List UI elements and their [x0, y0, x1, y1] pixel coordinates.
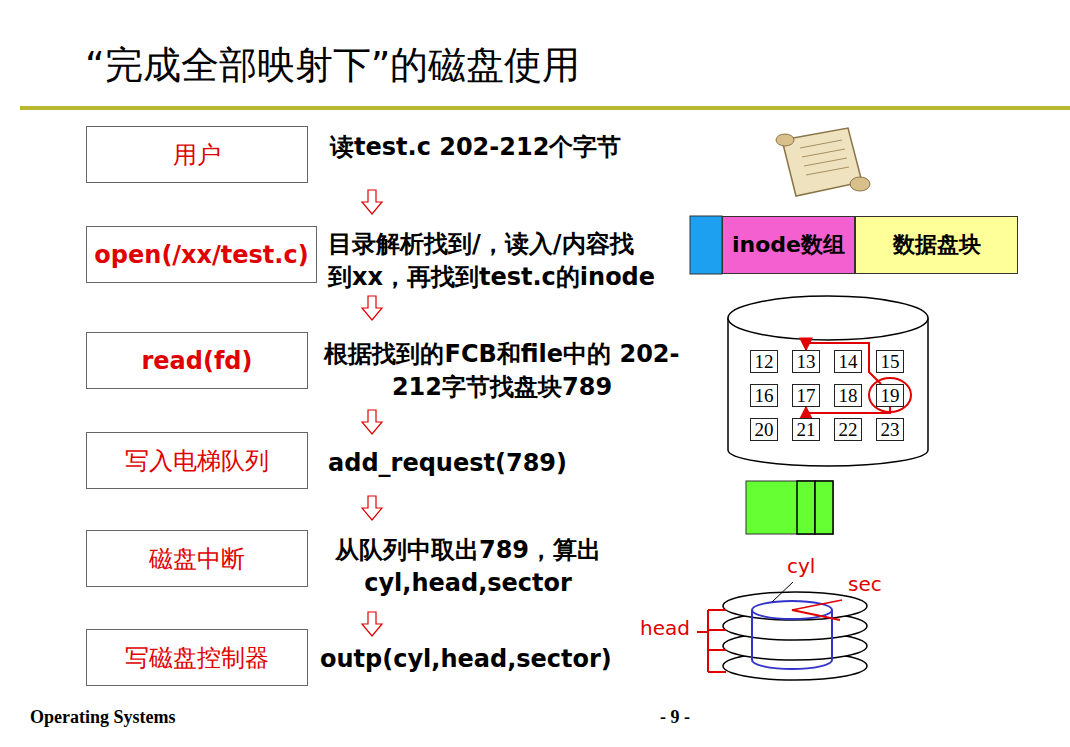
node-text: 16	[755, 386, 774, 405]
disk-block: 14	[834, 350, 862, 373]
process-box: 用户	[86, 126, 308, 183]
node-text: 12	[755, 352, 774, 371]
node-text: 14	[839, 352, 858, 371]
node-text: 19	[881, 386, 900, 405]
node-text: 18	[839, 386, 858, 405]
slide-title: “完成全部映射下”的磁盘使用	[85, 40, 580, 91]
part-label: cyl	[787, 554, 815, 578]
process-box: 磁盘中断	[86, 530, 308, 587]
part-label: sec	[848, 572, 882, 596]
node-text: 17	[797, 386, 816, 405]
node-text: read(fd)	[141, 347, 252, 375]
node-text: 20	[755, 420, 774, 439]
disk-block: 17	[792, 384, 820, 407]
node-text: 写入电梯队列	[125, 445, 269, 477]
flow-arrow	[362, 496, 382, 520]
disk-block: 12	[750, 350, 778, 373]
flow-arrow	[362, 410, 382, 434]
step-note: 根据找到的FCB和file中的 202-212字节找盘块789	[322, 338, 682, 404]
block-pointer	[806, 407, 890, 413]
node-text: 22	[839, 420, 858, 439]
node-text: 写磁盘控制器	[125, 642, 269, 674]
node-text: 13	[797, 352, 816, 371]
highlight-ring	[869, 378, 911, 412]
step-note: 从队列中取出789，算出 cyl,head,sector	[318, 534, 618, 600]
node-text: open(/xx/test.c)	[94, 241, 308, 269]
disk-block: 18	[834, 384, 862, 407]
disk-block: 23	[876, 418, 904, 441]
disk-block: 16	[750, 384, 778, 407]
node-text: inode数组	[732, 230, 845, 260]
node-text: 23	[881, 420, 900, 439]
flow-arrow	[362, 190, 382, 214]
process-box: read(fd)	[86, 332, 308, 389]
disk-region: inode数组	[722, 216, 855, 274]
disk-region: 数据盘块	[855, 216, 1018, 274]
node-text: 15	[881, 352, 900, 371]
title-rule	[20, 106, 1070, 110]
disk-block: 19	[876, 384, 904, 407]
disk-block: 21	[792, 418, 820, 441]
disk-block: 22	[834, 418, 862, 441]
process-box: 写入电梯队列	[86, 432, 308, 489]
node-text: 磁盘中断	[149, 543, 245, 575]
step-note: add_request(789)	[328, 447, 688, 480]
node-text: 用户	[173, 139, 221, 171]
process-box: open(/xx/test.c)	[86, 226, 317, 283]
flow-arrow	[362, 612, 382, 636]
scroll-icon	[776, 128, 870, 196]
boot-block	[690, 216, 722, 274]
node-text: 数据盘块	[893, 230, 981, 260]
disk-cylinder	[728, 296, 928, 466]
disk-block: 13	[792, 350, 820, 373]
disk-block: 15	[876, 350, 904, 373]
flow-arrow	[362, 296, 382, 320]
disk-platters	[697, 582, 867, 680]
step-note: 读test.c 202-212个字节	[330, 131, 690, 164]
footer-text: Operating Systems	[30, 707, 176, 728]
process-box: 写磁盘控制器	[86, 629, 308, 686]
step-note: outp(cyl,head,sector)	[320, 643, 680, 676]
page-number: - 9 -	[660, 707, 690, 728]
node-text: 21	[797, 420, 816, 439]
step-note: 目录解析找到/，读入/内容找 到xx，再找到test.c的inode	[328, 228, 688, 294]
request-queue	[746, 481, 833, 534]
disk-block: 20	[750, 418, 778, 441]
part-label: head	[640, 616, 690, 640]
